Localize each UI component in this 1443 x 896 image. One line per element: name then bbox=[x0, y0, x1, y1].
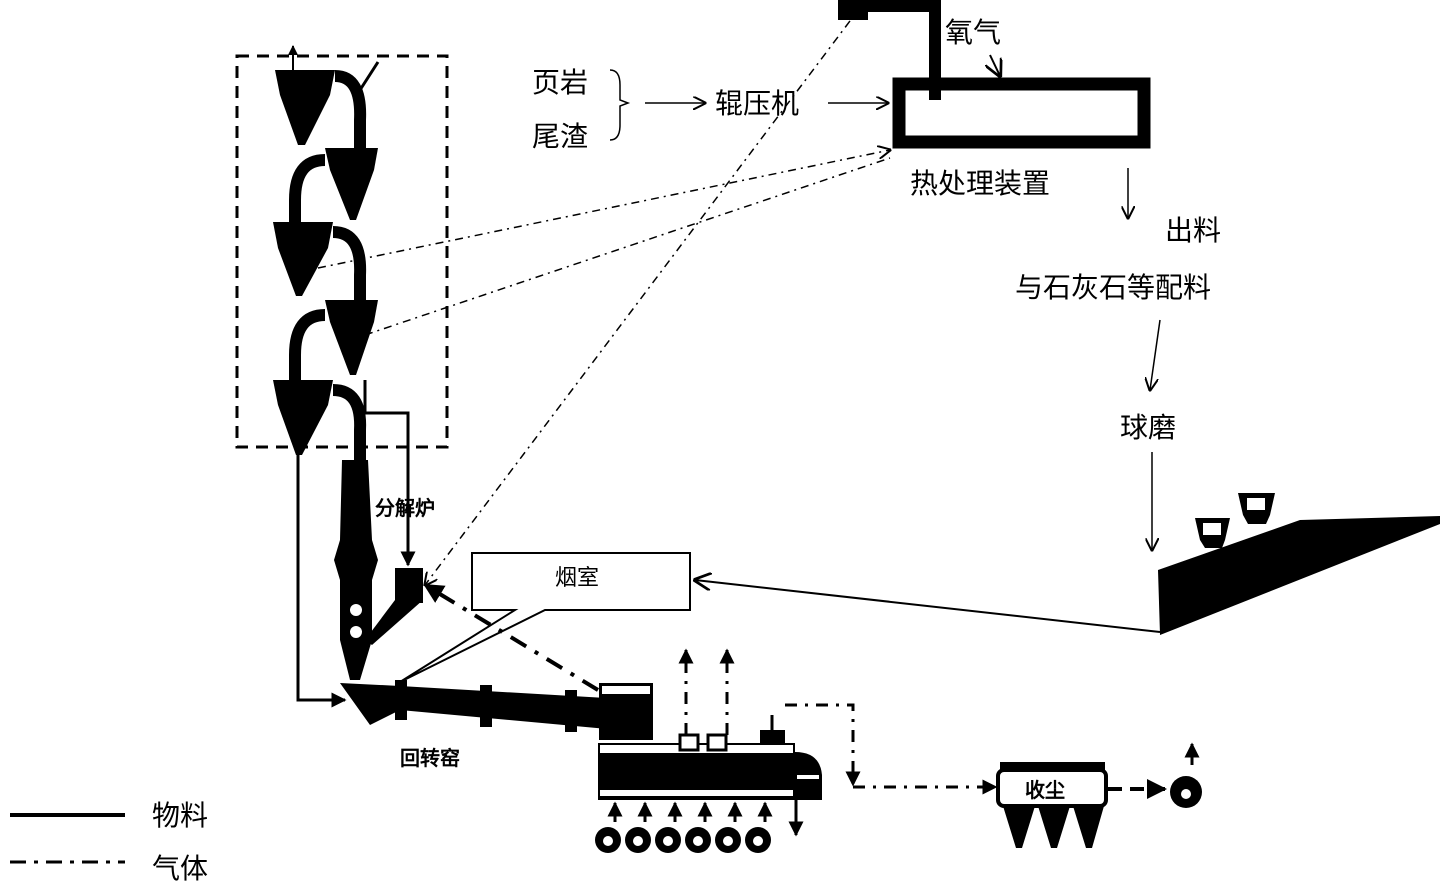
batching-label: 与石灰石等配料 bbox=[1015, 271, 1211, 304]
cooler-fans bbox=[595, 801, 773, 853]
cyclone-stage-1 bbox=[275, 70, 367, 150]
rotary-kiln-label: 回转窑 bbox=[400, 746, 460, 770]
feed-pipe bbox=[358, 61, 380, 91]
gas-flows bbox=[317, 4, 1167, 799]
oxygen-label: 氧气 bbox=[945, 16, 1001, 49]
legend-material-label: 物料 bbox=[152, 799, 208, 832]
heat-treatment-label: 热处理装置 bbox=[910, 167, 1050, 200]
gas-preheater-to-heat-device-1 bbox=[317, 150, 890, 269]
exhaust-fan bbox=[1170, 742, 1202, 808]
smoke-chamber-label: 烟室 bbox=[555, 566, 599, 591]
legend: 物料 气体 bbox=[10, 799, 208, 885]
smoke-chamber-callout bbox=[399, 552, 691, 683]
dust-collector bbox=[996, 762, 1108, 848]
oxygen-arrow bbox=[990, 54, 1000, 76]
calciner bbox=[334, 460, 423, 680]
clinker-cooler bbox=[598, 715, 822, 837]
heat-treatment-device bbox=[838, 0, 1151, 149]
ball-mill-label: 球磨 bbox=[1120, 411, 1176, 444]
material-line-bypass bbox=[296, 455, 347, 708]
arrow-ramp-to-smoke-chamber bbox=[695, 580, 1161, 633]
input-brace bbox=[609, 69, 631, 141]
cyclone-stage-3 bbox=[273, 222, 367, 300]
calciner-label: 分解炉 bbox=[375, 496, 435, 520]
cyclone-stage-4 bbox=[289, 300, 378, 382]
slag-label: 尾渣 bbox=[532, 120, 588, 153]
gas-cooler-to-dust bbox=[785, 703, 861, 787]
preheater-boundary bbox=[235, 54, 449, 449]
material-line-calciner-feed bbox=[363, 380, 416, 567]
gas-kiln-to-calciner bbox=[423, 583, 600, 692]
cyclone-stage-5 bbox=[273, 380, 367, 460]
cyclone-stage-2 bbox=[289, 148, 378, 225]
legend-gas-label: 气体 bbox=[152, 852, 208, 885]
dust-collector-label: 收尘 bbox=[1025, 778, 1065, 802]
rotary-kiln bbox=[340, 680, 653, 740]
shale-label: 页岩 bbox=[532, 66, 588, 99]
roller-press-label: 辊压机 bbox=[715, 87, 799, 120]
gas-preheater-to-heat-device-2 bbox=[364, 157, 891, 336]
raw-meal-feed-ramp bbox=[1158, 493, 1440, 635]
arrow-to-ball-mill bbox=[1150, 319, 1161, 390]
gas-heat-device-to-calciner bbox=[425, 4, 863, 585]
discharge-label: 出料 bbox=[1165, 214, 1221, 247]
